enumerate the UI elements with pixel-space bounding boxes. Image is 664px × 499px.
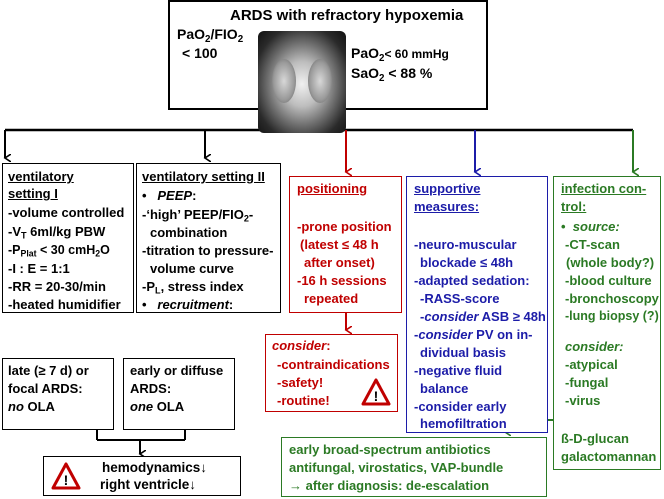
- infection-source: • source:: [561, 219, 620, 234]
- vent1-item-1: -volume controlled: [8, 205, 125, 220]
- vent1-item-4: -I : E = 1:1: [8, 261, 70, 276]
- vent1-title-2: setting I: [8, 186, 58, 201]
- vent2-item-2a: -titration to pressure-: [142, 243, 274, 258]
- vent-setting-2-box: [136, 163, 281, 313]
- infection-8: -virus: [565, 393, 601, 408]
- positioning-2: (latest ≤ 48 h: [300, 237, 379, 252]
- ola-late-1: late (≥ 7 d) or: [8, 363, 89, 378]
- positioning-box: [289, 176, 402, 313]
- vent1-item-5: -RR = 20-30/min: [8, 279, 106, 294]
- supportive-10: -consider early: [414, 399, 507, 414]
- infection-4: -bronchoscopy: [565, 291, 659, 306]
- infection-box: [553, 176, 661, 470]
- ola-early-3: one OLA: [130, 399, 185, 414]
- ola-late-2: focal ARDS:: [8, 381, 83, 396]
- vent1-item-2: -VT 6ml/kg PBW: [8, 224, 106, 241]
- ards-title: ARDS with refractory hypoxemia: [230, 7, 464, 24]
- svg-text:!: !: [64, 472, 69, 488]
- infection-1: -CT-scan: [565, 237, 620, 252]
- consider-red-1: -contraindications: [277, 357, 390, 372]
- infection-title-2: trol:: [561, 199, 587, 214]
- infection-title-1: infection con-: [561, 181, 647, 196]
- supportive-9: balance: [420, 381, 469, 396]
- supportive-7: dividual basis: [420, 345, 506, 360]
- supportive-8: -negative fluid: [414, 363, 503, 378]
- consider-red-3: -routine!: [277, 393, 330, 408]
- right-ventricle-text: right ventricle↓: [100, 477, 197, 492]
- ratio-threshold: < 100: [182, 45, 218, 61]
- infection-2: (whole body?): [566, 255, 655, 270]
- vent2-peep: • PEEP:: [142, 188, 197, 203]
- infection-5: -lung biopsy (?): [565, 309, 659, 323]
- infection-7: -fungal: [565, 375, 609, 390]
- ola-early-box: [123, 358, 235, 430]
- supportive-1: -neuro-muscular: [414, 237, 517, 252]
- ola-late-3: no OLA: [8, 399, 55, 414]
- vent2-item-3: -PL, stress index: [142, 279, 244, 296]
- positioning-3: after onset): [304, 255, 375, 270]
- infection-3: -blood culture: [565, 273, 652, 288]
- supportive-title-2: measures:: [414, 199, 480, 214]
- vent2-item-1a: -‘high’ PEEP/FIO2-: [142, 207, 254, 224]
- consider-red-title: consider:: [272, 338, 331, 353]
- vent2-item-2b: volume curve: [150, 261, 234, 276]
- sao2-threshold: SaO2 < 88 %: [351, 65, 433, 84]
- pao2-fio2-ratio: PaO2/FIO2: [177, 26, 244, 45]
- consider-red-2: -safety!: [277, 375, 324, 390]
- vent2-title: ventilatory setting II: [142, 169, 265, 184]
- warning-icon: !: [361, 378, 391, 406]
- supportive-3: -adapted sedation:: [414, 273, 530, 288]
- vent2-recruitment: • recruitment:: [142, 297, 234, 312]
- ola-early-1: early or diffuse: [130, 363, 224, 378]
- supportive-5: -consider ASB ≥ 48h: [420, 309, 546, 324]
- antibiotics-2: antifungal, virostatics, VAP-bundle: [289, 460, 504, 475]
- ola-connector: [96, 430, 186, 454]
- positioning-4: -16 h sessions: [297, 273, 387, 288]
- antibiotics-1: early broad-spectrum antibiotics: [289, 442, 491, 457]
- supportive-6: -consider PV on in-: [414, 327, 533, 342]
- supportive-box: [406, 176, 548, 433]
- vent1-title-1: ventilatory: [8, 169, 74, 184]
- ola-early-2: ARDS:: [130, 381, 172, 396]
- positioning-5: repeated: [304, 291, 359, 306]
- antibiotics-3: → after diagnosis: de-escalation: [289, 478, 490, 493]
- infection-consider: consider:: [565, 339, 624, 354]
- vent2-item-1b: combination: [150, 225, 228, 240]
- infection-9: ß-D-glucan: [561, 431, 629, 446]
- pao2-threshold: PaO2< 60 mmHg: [351, 45, 449, 64]
- infection-6: -atypical: [565, 357, 618, 372]
- svg-text:!: !: [374, 388, 379, 404]
- antibiotics-box: [281, 437, 547, 497]
- supportive-11: hemofiltration: [420, 416, 507, 431]
- vent1-item-3: -PPlat < 30 cmH2O: [8, 243, 110, 259]
- vent1-item-6: -heated humidifier: [8, 297, 121, 312]
- positioning-title: positioning: [297, 181, 368, 196]
- supportive-4: -RASS-score: [420, 291, 500, 306]
- positioning-1: -prone position: [297, 219, 392, 234]
- ct-scan-image: [258, 31, 346, 133]
- ola-late-box: [2, 358, 114, 430]
- vent-setting-1-box: [2, 163, 134, 313]
- warning-icon: !: [51, 462, 81, 490]
- hemodynamics-text: hemodynamics↓: [102, 460, 208, 475]
- infection-10: galactomannan: [561, 449, 657, 464]
- supportive-2: blockade ≤ 48h: [420, 255, 514, 270]
- supportive-title-1: supportive: [414, 181, 481, 196]
